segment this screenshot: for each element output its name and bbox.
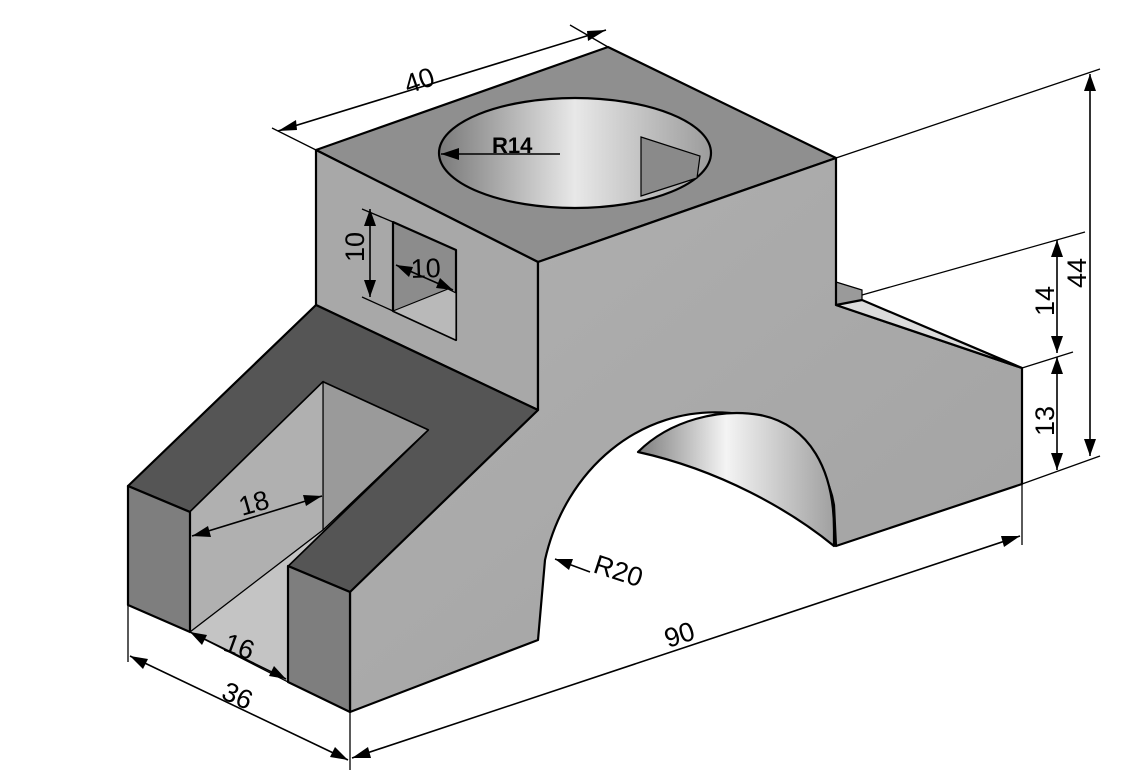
arch-inner-surface: [636, 411, 836, 548]
dim-window-width: 10: [410, 253, 441, 284]
dim-window-height: 10: [340, 232, 370, 262]
dim-upper-height: 14: [1030, 286, 1060, 316]
dim-total-height: 44: [1062, 258, 1092, 288]
dim-bore-radius: R14: [492, 133, 533, 158]
dim-arch-radius: R20: [590, 549, 646, 593]
dim-base-height: 13: [1030, 406, 1060, 436]
dim-base-depth: 36: [218, 676, 258, 716]
bore-inner-wall: [640, 136, 701, 197]
dim-base-length: 90: [661, 616, 699, 654]
window-inner-floor: [391, 288, 457, 341]
dimension-lines: [127, 24, 1101, 770]
right-sloped-top: [834, 298, 1024, 370]
dim-top-width: 40: [400, 62, 438, 100]
right-arm-end-face: [286, 564, 352, 714]
left-arm-end-face: [126, 484, 192, 634]
part-body: [126, 45, 1024, 714]
